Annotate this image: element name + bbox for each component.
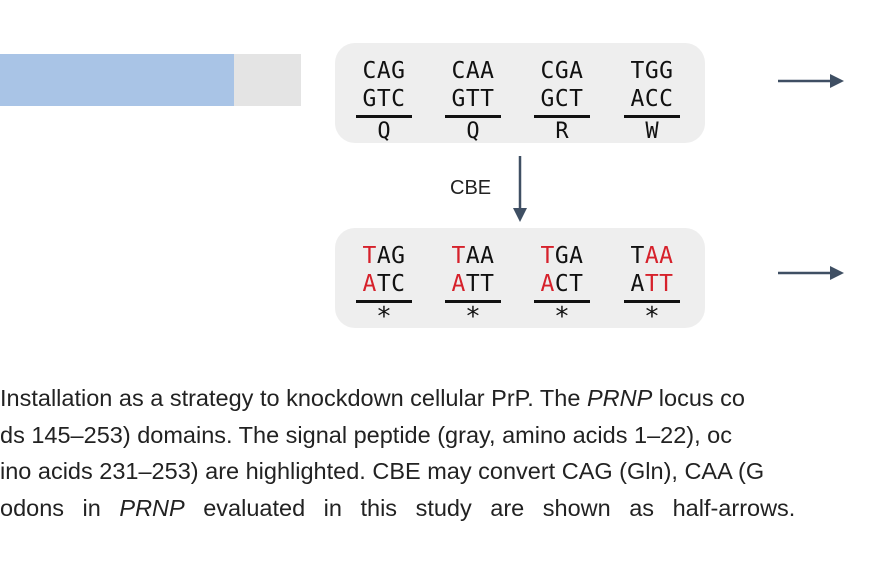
codon-box-edited: TAG ATC * TAA ATT * TGA ACT * TAA ATT * [335, 228, 705, 330]
down-arrow-icon [513, 156, 527, 222]
stop-codon-mark: * [644, 302, 660, 332]
stop-codon-mark: * [376, 302, 392, 332]
codon-box-original: CAG GTC Q CAA GTT Q CGA GCT R TGG ACC W [335, 43, 705, 145]
right-arrow-icon [778, 266, 844, 280]
cbe-label: CBE [450, 177, 492, 199]
codon-rule [445, 300, 501, 303]
domain-bar-highlighted [0, 54, 234, 106]
codon-edited-1: TAG ATC * [352, 242, 416, 330]
codon-rule [624, 300, 680, 303]
codon-rule [445, 115, 501, 118]
codon-edited-3: TGA ACT * [530, 242, 594, 330]
codon-original-1: CAG GTC Q [352, 57, 416, 145]
codon-original-4: TGG ACC W [620, 57, 684, 145]
caption-line-1: Installation as a strategy to knockdown … [0, 385, 745, 411]
figure-caption: Installation as a strategy to knockdown … [0, 380, 870, 526]
codon-rule [534, 300, 590, 303]
right-arrow-icon [778, 74, 844, 88]
codon-rule [356, 115, 412, 118]
caption-line-2: ds 145–253) domains. The signal peptide … [0, 421, 732, 448]
codon-rule [534, 115, 590, 118]
stop-codon-mark: * [465, 302, 481, 332]
codon-rule [356, 300, 412, 303]
codon-edited-2: TAA ATT * [441, 242, 505, 330]
codon-original-2: CAA GTT Q [441, 57, 505, 145]
codon-original-3: CGA GCT R [530, 57, 594, 145]
codon-edited-4: TAA ATT * [620, 242, 684, 330]
stop-codon-mark: * [554, 302, 570, 332]
caption-line-3: ino acids 231–253) are highlighted. CBE … [0, 458, 765, 484]
codon-rule [624, 115, 680, 118]
domain-bar-gray [234, 54, 301, 106]
caption-line-4: odons in PRNP evaluated in this study ar… [0, 494, 796, 521]
